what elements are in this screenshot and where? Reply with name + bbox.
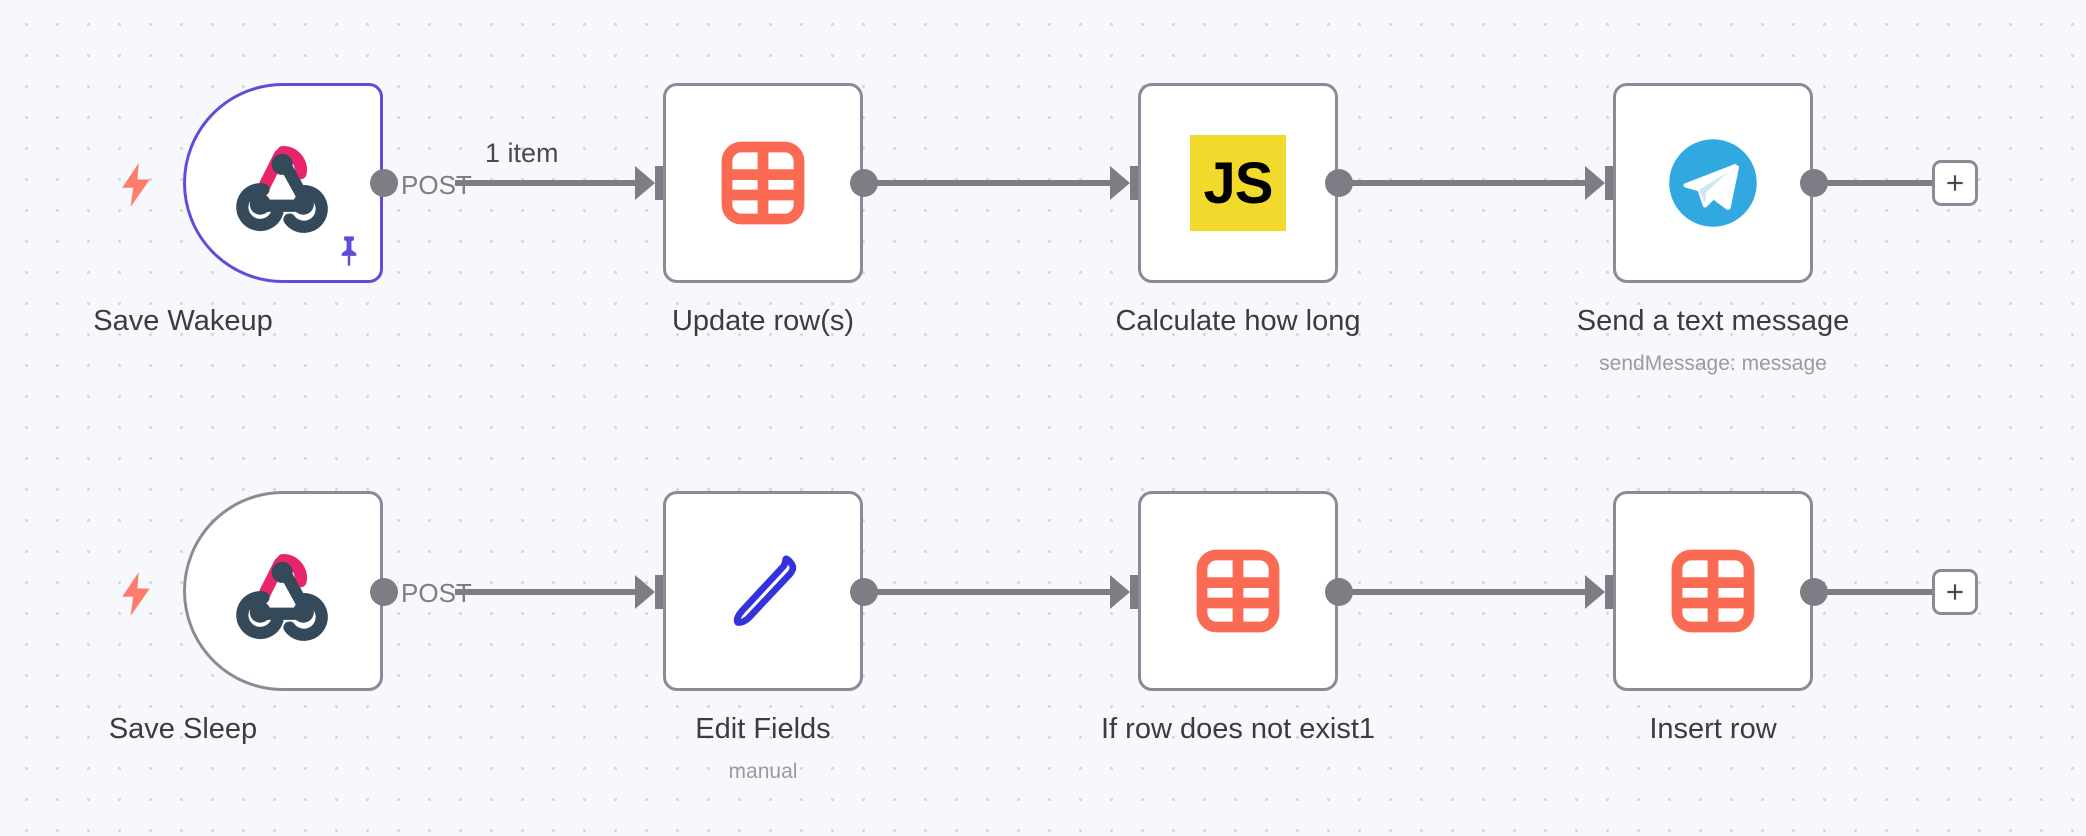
- pin-icon[interactable]: [334, 234, 364, 268]
- node-label-edit-fields: Edit Fields: [695, 713, 831, 745]
- trigger-bolt-icon: [119, 163, 153, 207]
- input-arrow-ifrow: [1110, 575, 1130, 609]
- node-label-save-sleep: Save Sleep: [108, 713, 258, 745]
- input-arrow-telegram: [1585, 166, 1605, 200]
- output-endpoint-edit-fields[interactable]: [850, 578, 878, 606]
- add-node-button-row2[interactable]: [1932, 569, 1978, 615]
- output-endpoint-save-wakeup[interactable]: [370, 169, 398, 197]
- output-endpoint-ifrow[interactable]: [1325, 578, 1353, 606]
- connection-line-calculate-to-telegram[interactable]: [1351, 180, 1591, 186]
- node-if-row-does-not-exist1[interactable]: [1138, 491, 1338, 691]
- node-label-save-wakeup: Save Wakeup: [93, 305, 273, 337]
- node-label-calculate-how-long: Calculate how long: [1115, 305, 1361, 337]
- node-save-wakeup[interactable]: [183, 83, 383, 283]
- webhook-icon-2: [231, 539, 335, 643]
- connection-line-insert-to-add[interactable]: [1826, 589, 1936, 595]
- node-edit-fields[interactable]: [663, 491, 863, 691]
- connection-line-telegram-to-add[interactable]: [1826, 180, 1936, 186]
- trigger-bolt-icon-2: [119, 572, 153, 616]
- node-label-send-a-text-message: Send a text message: [1576, 305, 1850, 337]
- input-arrow-calculate: [1110, 166, 1130, 200]
- javascript-code-icon: JS: [1190, 135, 1286, 231]
- google-sheets-icon-3: [1665, 543, 1761, 639]
- output-endpoint-telegram[interactable]: [1800, 169, 1828, 197]
- google-sheets-icon-2: [1190, 543, 1286, 639]
- node-send-a-text-message[interactable]: [1613, 83, 1813, 283]
- node-subtitle-edit-fields: manual: [728, 760, 798, 783]
- google-sheets-icon: [715, 135, 811, 231]
- node-subtitle-send-a-text-message: sendMessage: message: [1599, 352, 1827, 375]
- node-update-rows[interactable]: [663, 83, 863, 283]
- edit-pen-icon: [713, 541, 813, 641]
- node-label-insert-row: Insert row: [1649, 713, 1777, 745]
- webhook-icon: [231, 131, 335, 235]
- connection-line-sleep-to-edit[interactable]: [455, 589, 640, 595]
- output-endpoint-calculate[interactable]: [1325, 169, 1353, 197]
- output-endpoint-update-rows[interactable]: [850, 169, 878, 197]
- connection-line-update-to-calculate[interactable]: [876, 180, 1116, 186]
- input-arrow-update-rows: [635, 166, 655, 200]
- node-save-sleep[interactable]: [183, 491, 383, 691]
- connection-line-ifrow-to-insert[interactable]: [1351, 589, 1591, 595]
- node-label-if-row-does-not-exist1: If row does not exist1: [1100, 713, 1376, 745]
- output-endpoint-save-sleep[interactable]: [370, 578, 398, 606]
- input-arrow-edit-fields: [635, 575, 655, 609]
- node-calculate-how-long[interactable]: JS: [1138, 83, 1338, 283]
- add-node-button-row1[interactable]: [1932, 160, 1978, 206]
- connection-line-wakeup-to-update[interactable]: [455, 180, 640, 186]
- connection-items-label: 1 item: [485, 138, 559, 168]
- connection-line-edit-to-ifrow[interactable]: [876, 589, 1116, 595]
- telegram-icon: [1663, 133, 1763, 233]
- input-arrow-insert-row: [1585, 575, 1605, 609]
- output-endpoint-insert-row[interactable]: [1800, 578, 1828, 606]
- node-insert-row[interactable]: [1613, 491, 1813, 691]
- node-label-update-rows: Update row(s): [671, 305, 855, 337]
